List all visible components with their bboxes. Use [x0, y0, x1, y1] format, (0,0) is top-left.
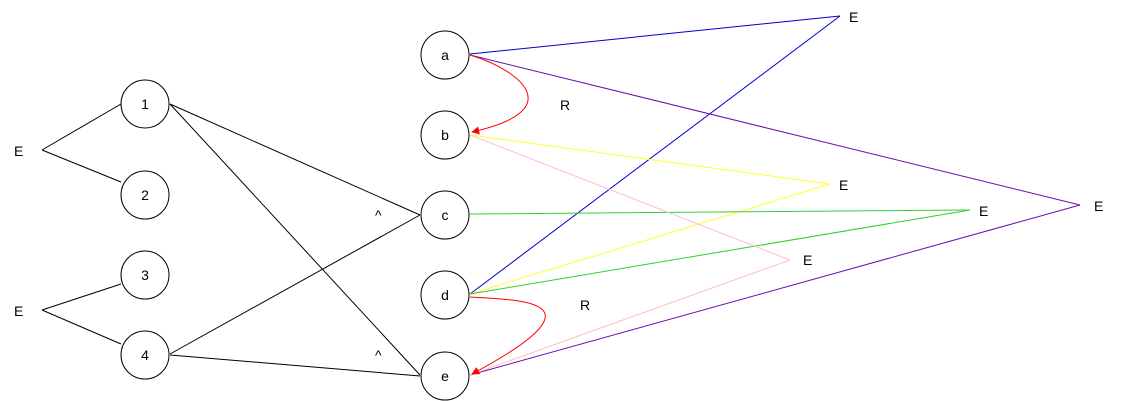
node-c: c — [420, 190, 470, 240]
edge-E2-to-3 — [41, 283, 122, 311]
edge-b-to-yellow-E — [469, 134, 831, 185]
relation-label-de: R — [580, 297, 590, 313]
edge-d-to-green-E — [469, 209, 971, 295]
node-d-label: d — [441, 287, 449, 303]
relation-arrow-a-to-b — [469, 54, 529, 135]
node-4: 4 — [120, 330, 170, 380]
right-e-label-purple: E — [1094, 198, 1103, 214]
node-1-label: 1 — [141, 96, 149, 112]
edge-a-to-blue-E — [469, 15, 841, 55]
node-1: 1 — [120, 79, 170, 129]
left-nodes: 1 2 3 4 — [120, 79, 170, 380]
edge-d-to-blue-E — [469, 15, 841, 295]
node-c-label: c — [442, 207, 449, 223]
colored-edges — [469, 15, 1081, 376]
edge-E2-to-4 — [41, 309, 122, 345]
caret-label-c: ^ — [375, 207, 382, 223]
node-b-label: b — [441, 127, 449, 143]
edge-4-to-e — [169, 354, 421, 377]
node-e: e — [420, 351, 470, 401]
edge-b-to-pink-E — [469, 134, 791, 261]
node-4-label: 4 — [141, 347, 149, 363]
relation-label-ab: R — [560, 97, 570, 113]
node-a-label: a — [441, 47, 449, 63]
text-labels: E E ^ ^ R R E E E E E — [14, 9, 1103, 363]
black-edges — [41, 103, 421, 377]
left-e-label-top: E — [14, 143, 23, 159]
node-a: a — [420, 30, 470, 80]
caret-label-e: ^ — [375, 347, 382, 363]
node-e-label: e — [441, 368, 449, 384]
right-e-label-yellow: E — [839, 177, 848, 193]
edge-d-to-yellow-E — [469, 183, 831, 295]
node-3-label: 3 — [141, 267, 149, 283]
left-e-label-bottom: E — [14, 303, 23, 319]
right-e-label-pink: E — [803, 252, 812, 268]
edge-1-to-c — [169, 103, 421, 216]
node-2: 2 — [120, 170, 170, 220]
node-b: b — [420, 110, 470, 160]
node-d: d — [420, 270, 470, 320]
edge-e-to-purple-E — [469, 204, 1081, 376]
right-e-label-green: E — [979, 203, 988, 219]
edge-a-to-purple-E — [469, 54, 1081, 206]
node-3: 3 — [120, 250, 170, 300]
edge-E1-to-1 — [41, 103, 122, 151]
relation-arrows — [469, 54, 546, 375]
relation-arrow-d-to-e — [469, 296, 546, 375]
node-2-label: 2 — [141, 187, 149, 203]
mid-nodes: a b c d e — [420, 30, 470, 401]
edge-e-to-pink-E — [469, 259, 791, 376]
edge-E1-to-2 — [41, 149, 122, 183]
right-e-label-blue: E — [849, 9, 858, 25]
edge-1-to-e — [169, 103, 421, 376]
edge-4-to-c — [169, 214, 421, 355]
edge-c-to-green-E — [469, 209, 971, 215]
